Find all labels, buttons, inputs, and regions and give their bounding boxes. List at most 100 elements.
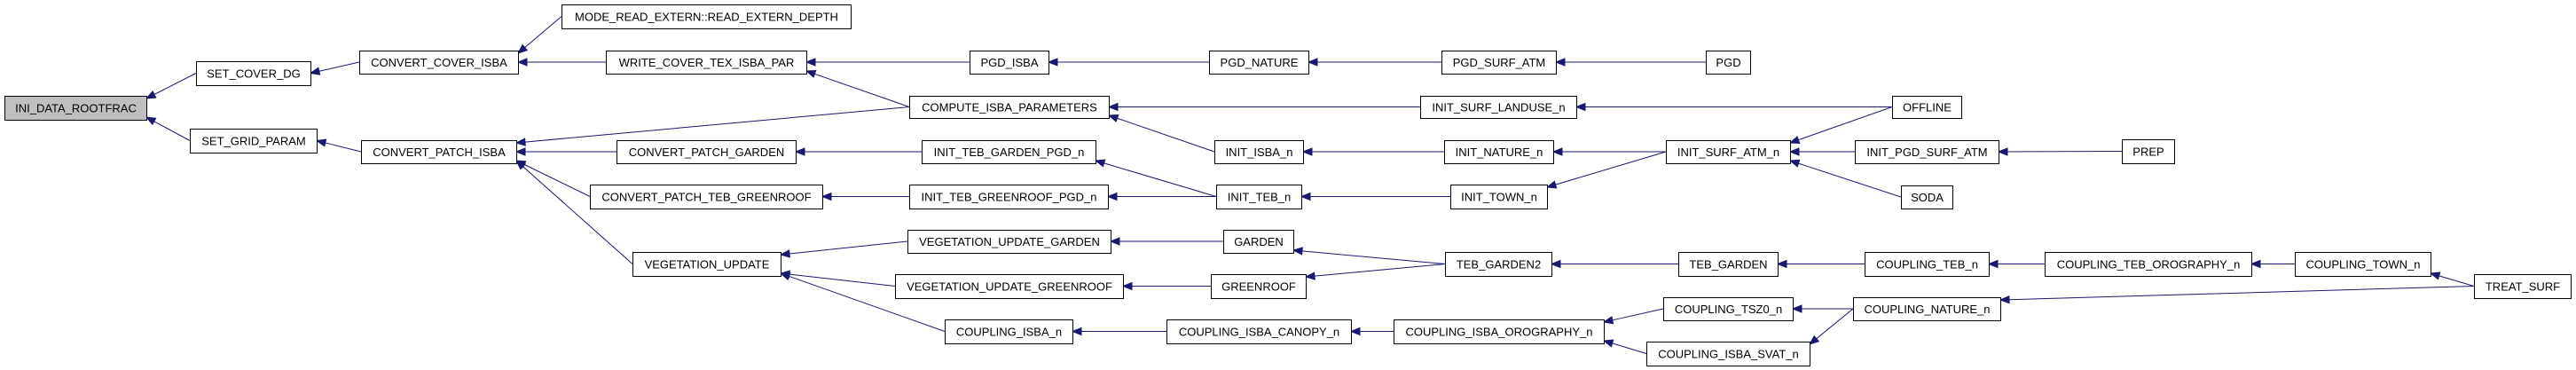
- node-init-town-n[interactable]: INIT_TOWN_n: [1450, 185, 1548, 209]
- node-box[interactable]: [196, 61, 311, 86]
- node-label: PREP: [2132, 146, 2164, 159]
- node-box[interactable]: [190, 129, 318, 154]
- node-set-grid-param[interactable]: SET_GRID_PARAM: [190, 129, 318, 154]
- edge-init_town_n-to-init_teb_n: [1300, 192, 1450, 201]
- node-box[interactable]: [1666, 140, 1791, 164]
- node-box[interactable]: [1901, 185, 1953, 209]
- node-coupling-tsz0-n[interactable]: COUPLING_TSZ0_n: [1663, 297, 1794, 321]
- node-pgd-isba[interactable]: PGD_ISBA: [970, 51, 1049, 75]
- node-box[interactable]: [590, 185, 823, 209]
- node-convert-cover-isba[interactable]: CONVERT_COVER_ISBA: [359, 51, 519, 75]
- node-box[interactable]: [1223, 230, 1294, 254]
- node-init-surf-atm-n[interactable]: INIT_SURF_ATM_n: [1666, 140, 1791, 164]
- node-box[interactable]: [1394, 319, 1605, 344]
- edge-line: [524, 106, 910, 143]
- node-pgd-nature[interactable]: PGD_NATURE: [1209, 51, 1309, 75]
- edge-line: [789, 240, 908, 255]
- node-coupling-isba-n[interactable]: COUPLING_ISBA_n: [945, 319, 1073, 344]
- node-compute-isba-parameters[interactable]: COMPUTE_ISBA_PARAMETERS: [909, 96, 1110, 119]
- node-init-teb-greenroof-pgd-n[interactable]: INIT_TEB_GREENROOF_PGD_n: [909, 185, 1109, 209]
- node-box[interactable]: [907, 230, 1111, 254]
- arrowhead-icon: [315, 138, 327, 147]
- node-mode-read-extern[interactable]: MODE_READ_EXTERN::READ_EXTERN_DEPTH: [562, 4, 852, 29]
- node-box[interactable]: [1663, 297, 1794, 321]
- node-box[interactable]: [2474, 274, 2572, 299]
- node-box[interactable]: [1646, 342, 1810, 366]
- node-soda[interactable]: SODA: [1901, 185, 1953, 209]
- node-convert-patch-garden[interactable]: CONVERT_PATCH_GARDEN: [617, 140, 797, 164]
- node-coupling-town-n[interactable]: COUPLING_TOWN_n: [2295, 252, 2431, 277]
- node-convert-patch-teb-greenroof[interactable]: CONVERT_PATCH_TEB_GREENROOF: [590, 185, 823, 209]
- node-box[interactable]: [2045, 252, 2252, 277]
- node-offline[interactable]: OFFLINE: [1892, 96, 1962, 119]
- node-box[interactable]: [1216, 185, 1302, 209]
- node-init-pgd-surf-atm[interactable]: INIT_PGD_SURF_ATM: [1855, 140, 1999, 164]
- node-coupling-isba-canopy-n[interactable]: COUPLING_ISBA_CANOPY_n: [1166, 319, 1352, 344]
- node-init-surf-landuse-n[interactable]: INIT_SURF_LANDUSE_n: [1420, 96, 1577, 119]
- node-box[interactable]: [1420, 96, 1577, 119]
- node-init-isba-n[interactable]: INIT_ISBA_n: [1214, 140, 1304, 164]
- node-init-nature-n[interactable]: INIT_NATURE_n: [1444, 140, 1554, 164]
- node-box[interactable]: [909, 185, 1109, 209]
- node-coupling-isba-svat-n[interactable]: COUPLING_ISBA_SVAT_n: [1646, 342, 1810, 366]
- node-box[interactable]: [1444, 140, 1554, 164]
- node-box[interactable]: [632, 252, 781, 277]
- node-coupling-teb-orography-n[interactable]: COUPLING_TEB_OROGRAPHY_n: [2045, 252, 2252, 277]
- node-box[interactable]: [617, 140, 797, 164]
- node-box[interactable]: [1209, 51, 1309, 75]
- node-box[interactable]: [2122, 139, 2175, 164]
- node-box[interactable]: [1678, 252, 1779, 277]
- arrowhead-icon: [1106, 192, 1118, 201]
- node-set-cover-dg[interactable]: SET_COVER_DG: [196, 61, 311, 86]
- node-coupling-teb-n[interactable]: COUPLING_TEB_n: [1865, 252, 1990, 277]
- node-box[interactable]: [945, 319, 1073, 344]
- node-box[interactable]: [1445, 252, 1552, 277]
- node-prep[interactable]: PREP: [2122, 139, 2175, 164]
- node-box[interactable]: [1211, 274, 1307, 299]
- edge-convert_patch_teb_greenroof-to-convert_patch_isba: [514, 160, 591, 197]
- edge-line: [523, 163, 591, 197]
- node-box[interactable]: [2295, 252, 2431, 277]
- node-coupling-nature-n[interactable]: COUPLING_NATURE_n: [1853, 297, 2001, 321]
- node-box[interactable]: [1450, 185, 1548, 209]
- node-label: COUPLING_ISBA_n: [956, 326, 1062, 339]
- node-pgd-surf-atm[interactable]: PGD_SURF_ATM: [1441, 51, 1557, 75]
- node-box[interactable]: [922, 140, 1096, 164]
- node-init-teb-n[interactable]: INIT_TEB_n: [1216, 185, 1302, 209]
- node-vegetation-update-greenroof[interactable]: VEGETATION_UPDATE_GREENROOF: [895, 274, 1124, 299]
- node-box[interactable]: [359, 51, 519, 75]
- node-treat-surf[interactable]: TREAT_SURF: [2474, 274, 2572, 299]
- node-vegetation-update-garden[interactable]: VEGETATION_UPDATE_GARDEN: [907, 230, 1111, 254]
- arrowhead-icon: [1987, 259, 1999, 269]
- edge-line: [789, 273, 896, 287]
- node-box[interactable]: [970, 51, 1049, 75]
- node-box[interactable]: [1166, 319, 1352, 344]
- edge-vegetation_update_greenroof-to-vegetation_update: [779, 270, 896, 287]
- arrowhead-icon: [1788, 136, 1801, 144]
- node-convert-patch-isba[interactable]: CONVERT_PATCH_ISBA: [361, 140, 517, 164]
- node-box[interactable]: [909, 96, 1110, 119]
- node-box[interactable]: [1441, 51, 1557, 75]
- node-box[interactable]: [606, 51, 807, 75]
- node-box[interactable]: [361, 140, 517, 164]
- node-vegetation-update[interactable]: VEGETATION_UPDATE: [632, 252, 781, 277]
- node-pgd[interactable]: PGD: [1706, 51, 1751, 75]
- node-box[interactable]: [1892, 96, 1962, 119]
- node-box[interactable]: [1853, 297, 2001, 321]
- node-box[interactable]: [1706, 51, 1751, 75]
- node-box[interactable]: [1855, 140, 1999, 164]
- node-box[interactable]: [562, 4, 852, 29]
- node-ini-data-rootfrac[interactable]: INI_DATA_ROOTFRAC: [4, 96, 147, 121]
- node-coupling-isba-orography-n[interactable]: COUPLING_ISBA_OROGRAPHY_n: [1394, 319, 1605, 344]
- node-greenroof[interactable]: GREENROOF: [1211, 274, 1307, 299]
- node-box[interactable]: [895, 274, 1124, 299]
- node-box[interactable]: [1865, 252, 1990, 277]
- node-box[interactable]: [1214, 140, 1304, 164]
- node-garden[interactable]: GARDEN: [1223, 230, 1294, 254]
- node-box[interactable]: [4, 96, 147, 121]
- node-teb-garden2[interactable]: TEB_GARDEN2: [1445, 252, 1552, 277]
- edge-init_surf_landuse_n-to-compute_isba_parameters: [1107, 102, 1420, 112]
- node-teb-garden[interactable]: TEB_GARDEN: [1678, 252, 1779, 277]
- node-init-teb-garden-pgd-n[interactable]: INIT_TEB_GARDEN_PGD_n: [922, 140, 1096, 164]
- node-write-cover-tex-isba-par[interactable]: WRITE_COVER_TEX_ISBA_PAR: [606, 51, 807, 75]
